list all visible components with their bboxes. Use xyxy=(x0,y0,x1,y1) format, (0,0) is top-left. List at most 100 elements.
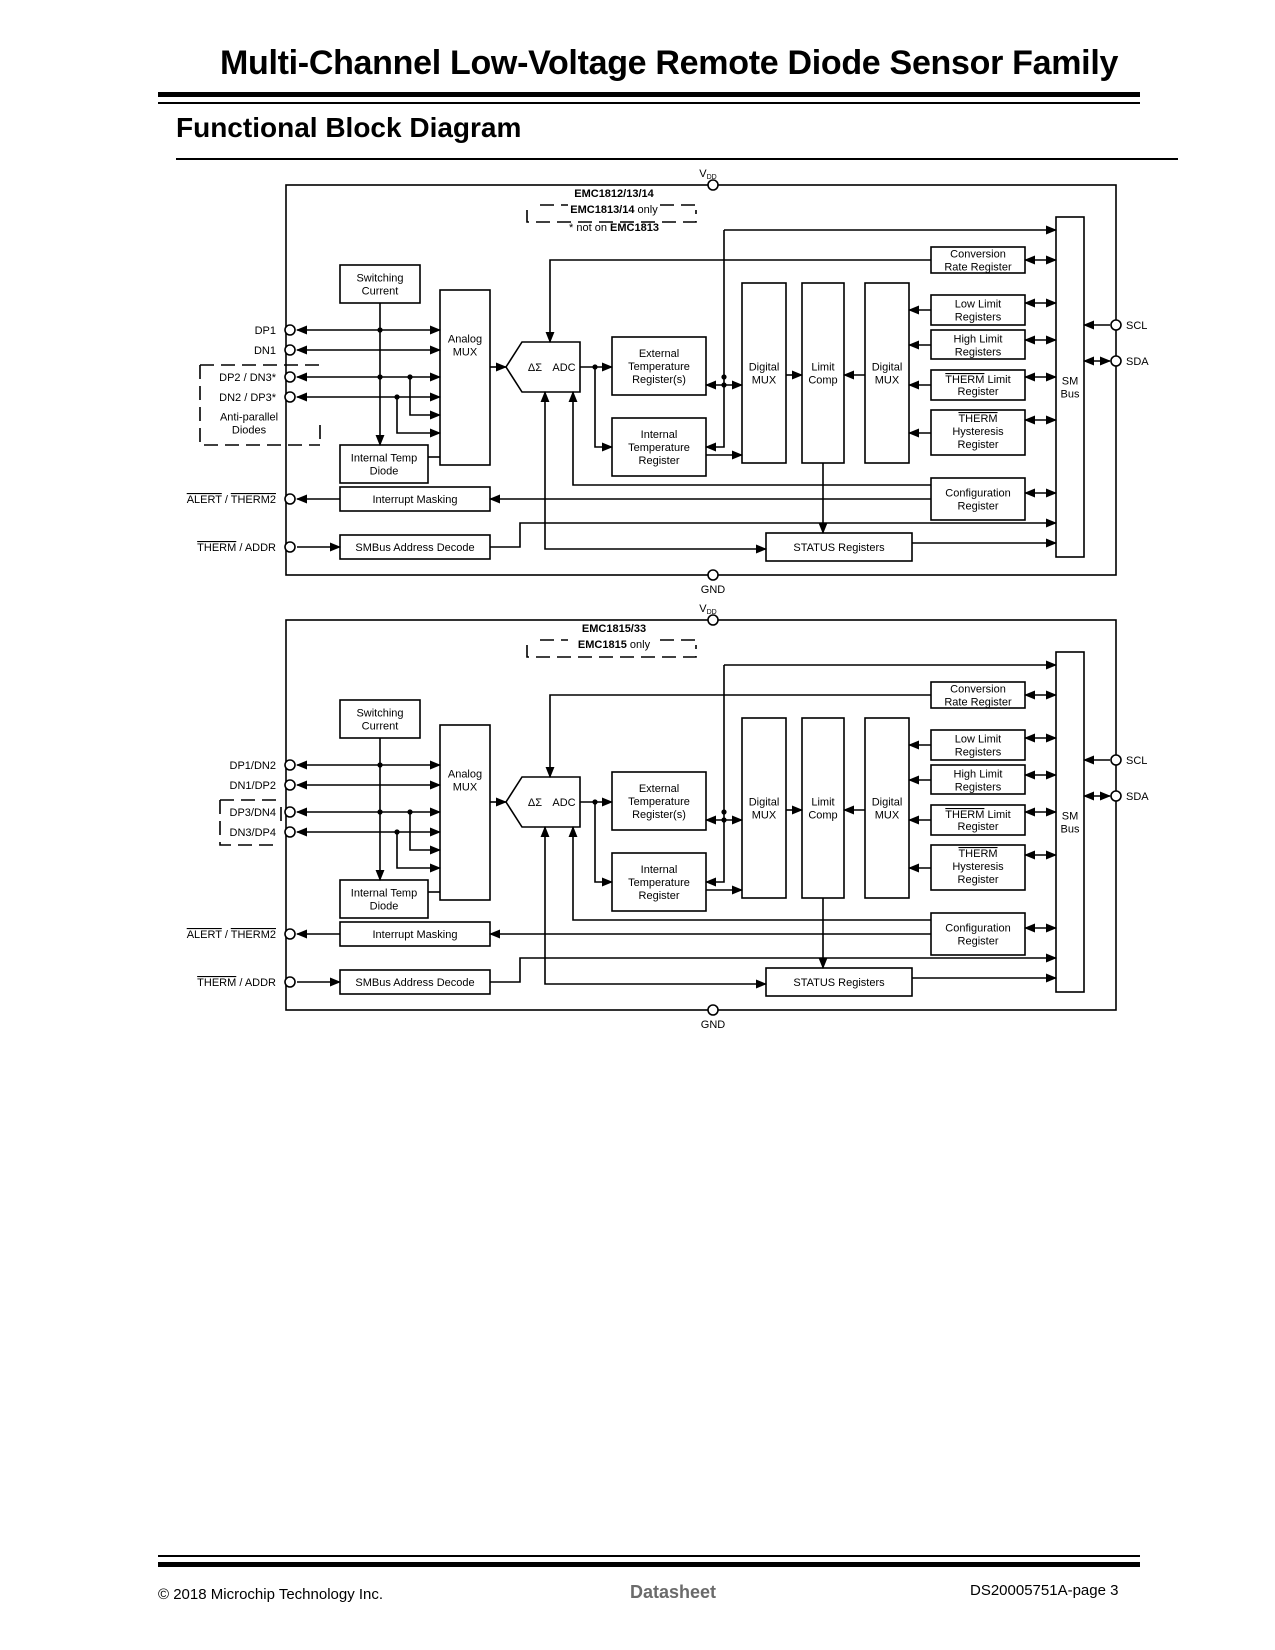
legend-dashed-box xyxy=(526,645,697,658)
therm-addr-pin xyxy=(284,541,296,553)
therm-hysteresis-label: Register xyxy=(958,874,999,886)
gnd-pin xyxy=(707,569,719,581)
legend-only: EMC1815 only xyxy=(578,639,651,651)
digital-mux-2-label: MUX xyxy=(875,375,900,387)
ext-temp-register-label: Register(s) xyxy=(632,809,686,821)
scl-pin xyxy=(1110,754,1122,766)
gnd-pin xyxy=(707,1004,719,1016)
footer-rule-thin xyxy=(158,1555,1140,1557)
configuration-register-label: Configuration xyxy=(945,488,1010,500)
pin-label: DP1/DN2 xyxy=(230,760,276,772)
ext-temp-register-label: External xyxy=(639,783,679,795)
therm-hysteresis-label: THERM xyxy=(958,848,997,860)
internal-temp-diode-label: Internal Temp xyxy=(351,453,417,465)
analog-mux-label: Analog xyxy=(448,769,482,781)
digital-mux-1-label: MUX xyxy=(752,375,777,387)
therm-limit-label: Register xyxy=(958,386,999,398)
anti-parallel-diodes-label: Anti-parallel xyxy=(220,412,278,424)
limit-comp-label: Comp xyxy=(808,810,837,822)
limit-comp-label: Comp xyxy=(808,375,837,387)
int-temp-register-label: Temperature xyxy=(628,442,690,454)
pin-2 xyxy=(284,779,296,791)
smbus-address-decode-label: SMBus Address Decode xyxy=(355,977,474,989)
ext-temp-register-label: Temperature xyxy=(628,361,690,373)
footer-copyright: © 2018 Microchip Technology Inc. xyxy=(158,1586,384,1603)
sm-bus-block xyxy=(1055,216,1085,558)
conversion-rate-label: Rate Register xyxy=(944,262,1012,274)
scl-pin xyxy=(1110,319,1122,331)
pin-1 xyxy=(284,324,296,336)
sda-label: SDA xyxy=(1126,356,1149,368)
configuration-register-label: Configuration xyxy=(945,923,1010,935)
header-rule-thin xyxy=(158,102,1140,104)
pin-4 xyxy=(284,391,296,403)
digital-mux-1-label: Digital xyxy=(749,362,780,374)
switching-current-label: Switching xyxy=(356,708,403,720)
pin-group-dashed-box xyxy=(199,364,321,446)
legend-family: EMC1815/33 xyxy=(582,623,646,635)
conversion-rate-label: Rate Register xyxy=(944,697,1012,709)
footer-rule-thick xyxy=(158,1562,1140,1567)
sda-label: SDA xyxy=(1126,791,1149,803)
high-limit-label: High Limit xyxy=(954,334,1003,346)
digital-mux-2-block xyxy=(864,282,910,464)
vdd-label: VDD xyxy=(699,168,716,181)
digital-mux-2-label: Digital xyxy=(872,362,903,374)
smbus-address-decode-label: SMBus Address Decode xyxy=(355,542,474,554)
low-limit-label: Registers xyxy=(955,747,1002,759)
ext-temp-register-label: External xyxy=(639,348,679,360)
therm-hysteresis-label: Hysteresis xyxy=(952,861,1004,873)
pin-label: DN3/DP4 xyxy=(230,827,276,839)
gnd-label: GND xyxy=(701,584,726,596)
switching-current-label: Current xyxy=(362,286,399,298)
footer-doc-type: Datasheet xyxy=(630,1582,717,1602)
internal-temp-diode-label: Diode xyxy=(370,466,399,478)
pin-3 xyxy=(284,371,296,383)
section-rule xyxy=(176,158,1178,160)
low-limit-label: Low Limit xyxy=(955,299,1001,311)
switching-current-label: Current xyxy=(362,721,399,733)
conversion-rate-label: Conversion xyxy=(950,249,1006,261)
pin-4 xyxy=(284,826,296,838)
therm-limit-label: THERM Limit xyxy=(945,809,1010,821)
configuration-register-label: Register xyxy=(958,501,999,513)
sm-bus-label: SM xyxy=(1062,811,1079,823)
vdd-label: VDD xyxy=(699,603,716,616)
alert-pin xyxy=(284,493,296,505)
pin-3 xyxy=(284,806,296,818)
therm-addr-pin xyxy=(284,976,296,988)
int-temp-register-label: Internal xyxy=(641,864,678,876)
alert-pin xyxy=(284,928,296,940)
header-rule-thick xyxy=(158,92,1140,97)
pin-label: DN1 xyxy=(254,345,276,357)
int-temp-register-label: Temperature xyxy=(628,877,690,889)
pin-2 xyxy=(284,344,296,356)
digital-mux-1-label: Digital xyxy=(749,797,780,809)
ext-temp-register-label: Register(s) xyxy=(632,374,686,386)
adc-label: ADC xyxy=(552,362,575,374)
pin-1 xyxy=(284,759,296,771)
therm-addr-label: THERM / ADDR xyxy=(197,542,276,554)
therm-hysteresis-label: Hysteresis xyxy=(952,426,1004,438)
pin-label: DP1 xyxy=(255,325,276,337)
alert-therm2-label: ALERT / THERM2 xyxy=(187,929,276,941)
pin-label: DP3/DN4 xyxy=(230,807,276,819)
status-registers-label: STATUS Registers xyxy=(793,542,885,554)
ext-temp-register-label: Temperature xyxy=(628,796,690,808)
low-limit-label: Low Limit xyxy=(955,734,1001,746)
pin-label: DP2 / DN3* xyxy=(219,372,277,384)
scl-label: SCL xyxy=(1126,320,1147,332)
digital-mux-2-label: MUX xyxy=(875,810,900,822)
status-registers-label: STATUS Registers xyxy=(793,977,885,989)
digital-mux-2-block xyxy=(864,717,910,899)
pin-group-dashed-box xyxy=(219,799,282,846)
legend-family: EMC1812/13/14 xyxy=(574,188,654,200)
page-title: Multi-Channel Low-Voltage Remote Diode S… xyxy=(220,44,1119,82)
gnd-label: GND xyxy=(701,1019,726,1031)
adc-label: ADC xyxy=(552,797,575,809)
sm-bus-label: SM xyxy=(1062,376,1079,388)
digital-mux-1-label: MUX xyxy=(752,810,777,822)
pin-label: DN2 / DP3* xyxy=(219,392,277,404)
interrupt-masking-label: Interrupt Masking xyxy=(373,494,458,506)
switching-current-label: Switching xyxy=(356,273,403,285)
